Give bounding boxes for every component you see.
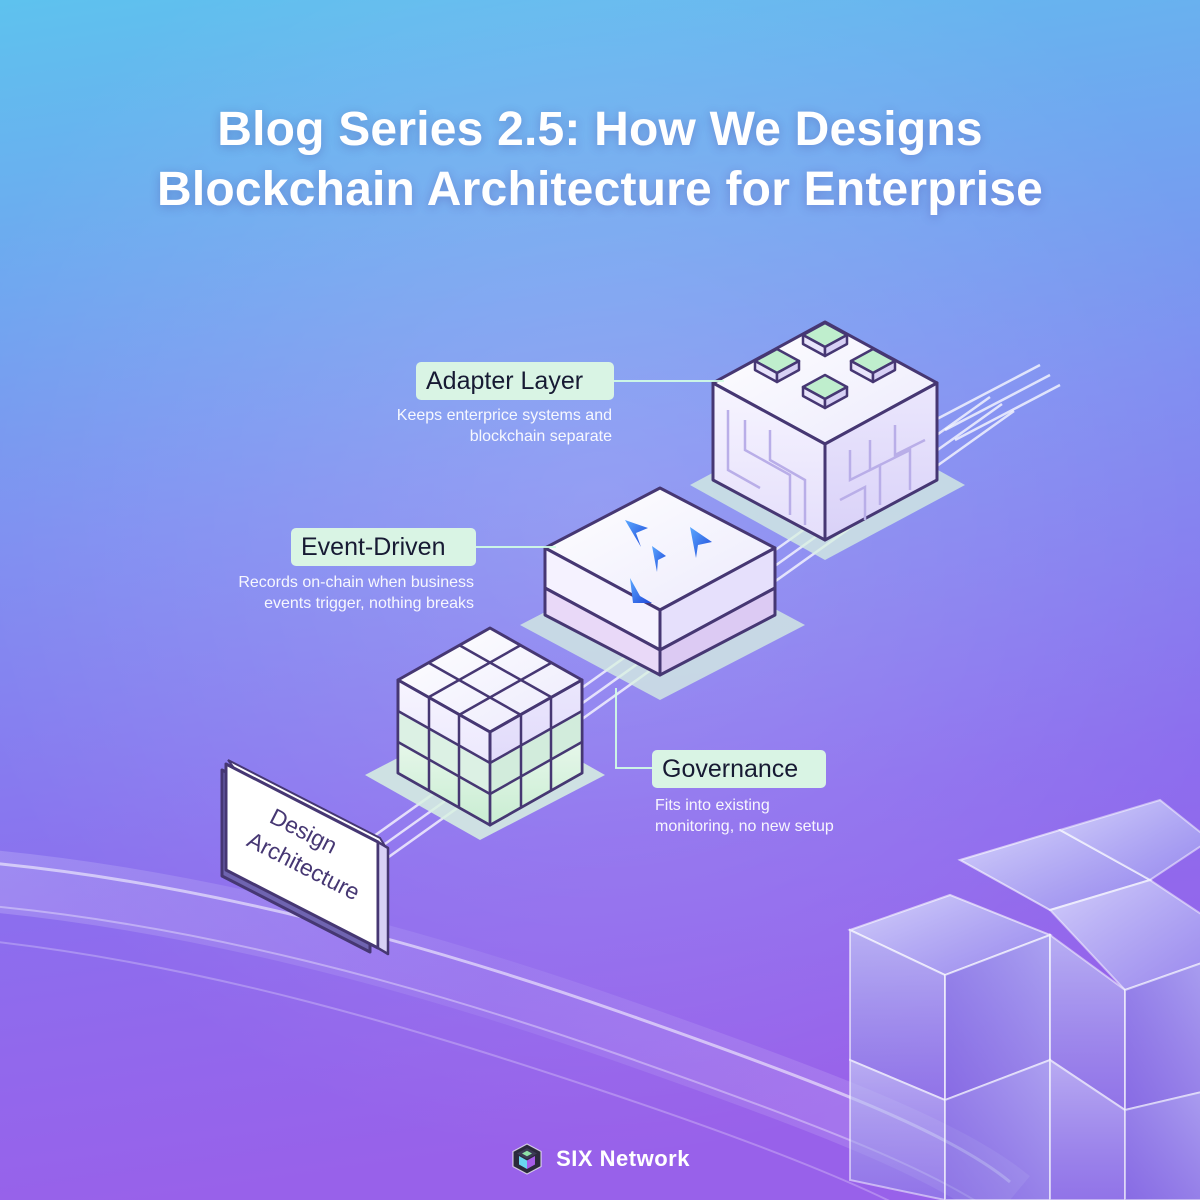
- page-title: Blog Series 2.5: How We Designs Blockcha…: [0, 100, 1200, 220]
- brand-footer: SIX Network: [0, 1142, 1200, 1176]
- adapter-layer-description-line2: blockchain separate: [469, 428, 612, 445]
- governance-description-line2: monitoring, no new setup: [655, 818, 834, 835]
- six-network-logo-icon: [512, 1143, 542, 1175]
- arrows-icon: [625, 520, 712, 603]
- event-driven-description: Records on-chain when business events tr…: [160, 572, 474, 614]
- event-driven-description-line2: events trigger, nothing breaks: [264, 595, 474, 612]
- design-architecture-block: Design Architecture: [220, 759, 390, 956]
- adapter-layer-label: Adapter Layer: [416, 362, 614, 400]
- adapter-layer-description: Keeps enterprice systems and blockchain …: [300, 405, 612, 447]
- governance-cube: [365, 626, 605, 840]
- title-line-2: Blockchain Architecture for Enterprise: [156, 163, 1044, 216]
- adapter-layer-description-line1: Keeps enterprice systems and: [396, 407, 612, 424]
- glass-cubes-decoration: [847, 798, 1200, 1200]
- event-driven-description-line1: Records on-chain when business: [238, 574, 474, 591]
- governance-label: Governance: [652, 750, 826, 788]
- governance-leader: [615, 767, 653, 769]
- governance-description-line1: Fits into existing: [655, 797, 770, 814]
- adapter-layer-leader: [614, 380, 724, 382]
- title-line-1: Blog Series 2.5: How We Designs: [217, 103, 983, 156]
- event-driven-leader: [476, 546, 556, 548]
- event-driven-label: Event-Driven: [291, 528, 476, 566]
- governance-description: Fits into existing monitoring, no new se…: [655, 795, 915, 837]
- event-driven-cube: [520, 486, 805, 700]
- adapter-layer-cube: [690, 320, 965, 560]
- brand-name: SIX Network: [556, 1146, 690, 1171]
- governance-leader-vertical: [615, 688, 617, 768]
